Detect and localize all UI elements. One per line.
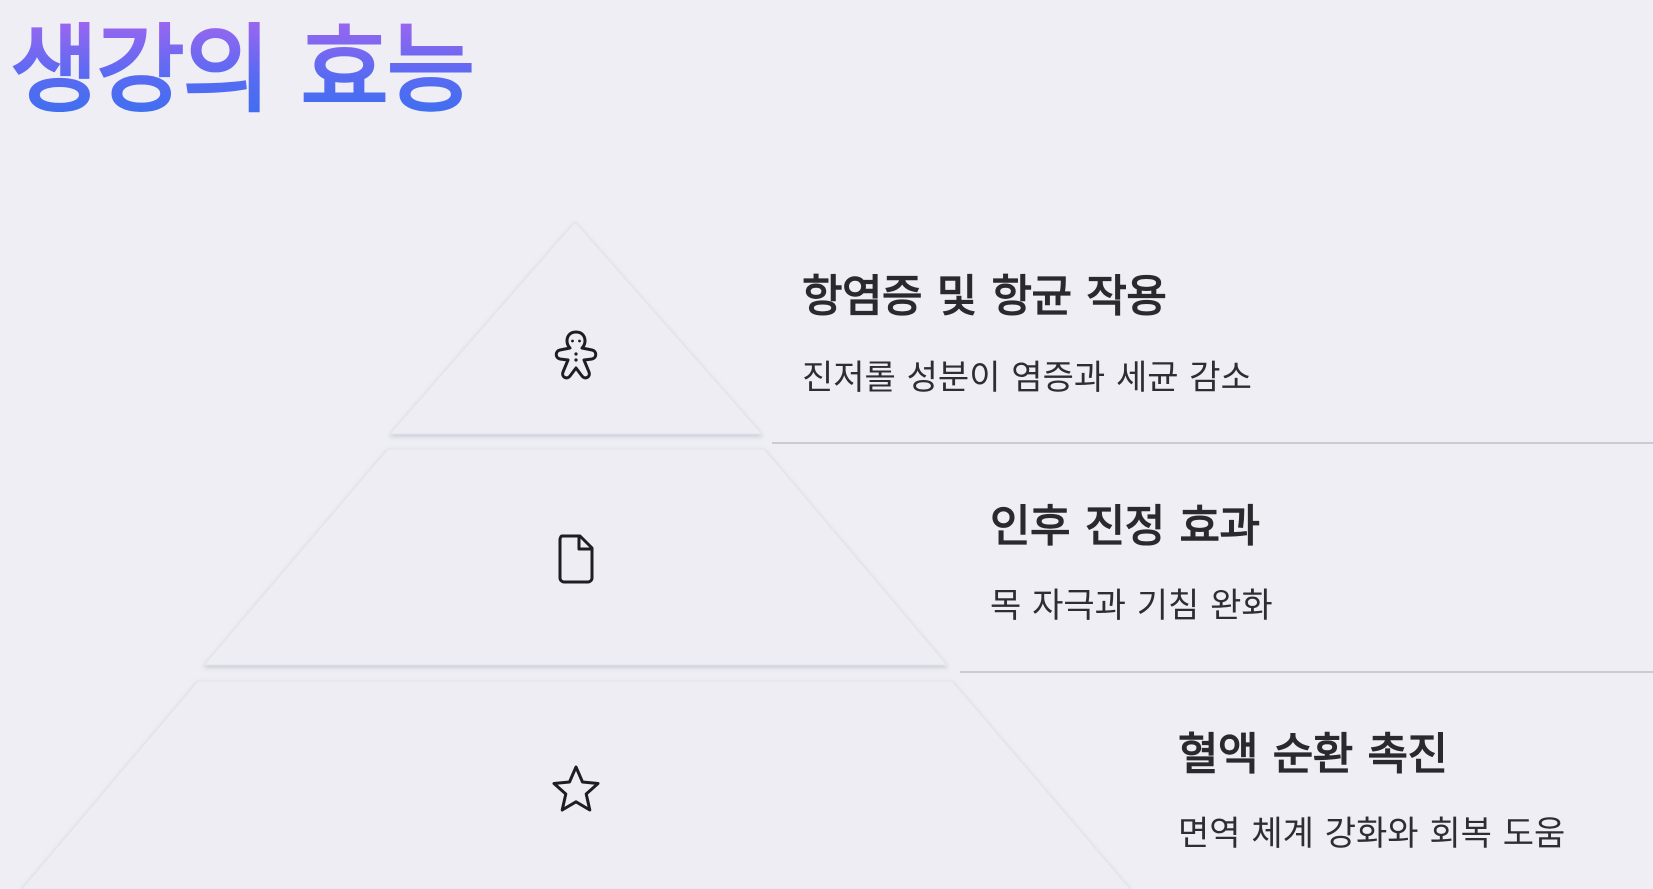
tier-divider-1 [772,442,1653,444]
star-icon [552,765,600,812]
tier-2-heading: 인후 진정 효과 [990,501,1260,552]
gingerbread-man-icon [554,330,598,380]
page-title: 생강의 효능 [10,14,475,126]
tier-2-description: 목 자극과 기침 완화 [990,586,1273,626]
tier-1-heading: 항염증 및 항균 작용 [802,271,1167,322]
tier-divider-2 [960,671,1653,673]
pyramid-tier-2 [202,448,949,666]
pyramid-tier-3 [21,680,1131,889]
tier-3-description: 면역 체계 강화와 회복 도움 [1178,814,1566,854]
tier-1-description: 진저롤 성분이 염증과 세균 감소 [802,358,1252,398]
pyramid-tier-1 [388,221,764,435]
tier-3-heading: 혈액 순환 촉진 [1178,729,1448,780]
document-icon [558,534,594,584]
